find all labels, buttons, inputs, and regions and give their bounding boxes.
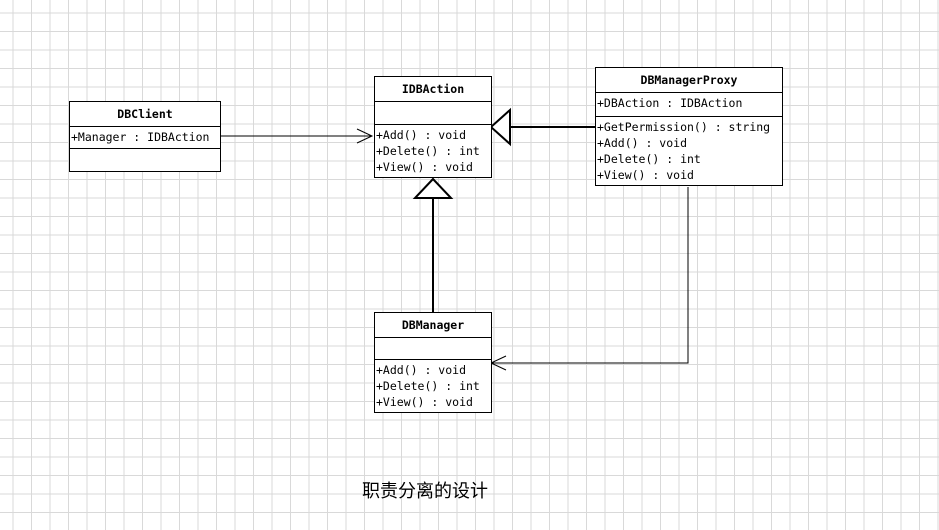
- attributes-section: [375, 338, 491, 360]
- operations-section: +Add() : void +Delete() : int +View() : …: [375, 125, 491, 177]
- operation: +Delete() : int: [597, 152, 701, 166]
- operation: +View() : void: [376, 160, 473, 174]
- class-dbmanagerproxy[interactable]: DBManagerProxy +DBAction : IDBAction +Ge…: [595, 67, 783, 186]
- operation: +Add() : void: [376, 363, 467, 377]
- association-line-proxy-to-manager: [491, 187, 689, 364]
- open-arrowhead-client-to-idbaction: [356, 128, 374, 144]
- attributes-section: +Manager : IDBAction: [70, 127, 220, 149]
- operation: +Add() : void: [597, 136, 688, 150]
- operation: +View() : void: [376, 395, 473, 409]
- operation: +GetPermission() : string: [597, 120, 771, 134]
- attribute: +DBAction : IDBAction: [597, 96, 743, 110]
- class-name: DBManagerProxy: [596, 68, 782, 93]
- attributes-section: [375, 102, 491, 125]
- operation: +View() : void: [597, 168, 694, 182]
- class-name: DBManager: [375, 313, 491, 338]
- operation: +Delete() : int: [376, 379, 480, 393]
- class-dbmanager[interactable]: DBManager +Add() : void +Delete() : int …: [374, 312, 492, 413]
- diagram-caption: 职责分离的设计: [362, 481, 488, 502]
- attribute: +Manager : IDBAction: [71, 130, 210, 144]
- class-dbclient[interactable]: DBClient +Manager : IDBAction: [69, 101, 221, 172]
- hollow-triangle-proxy-to-idbaction: [489, 107, 511, 147]
- operation: +Add() : void: [376, 128, 467, 142]
- attributes-section: +DBAction : IDBAction: [596, 93, 782, 117]
- operations-section: [70, 149, 220, 171]
- hollow-triangle-manager-to-idbaction: [412, 177, 454, 199]
- class-idbaction[interactable]: IDBAction +Add() : void +Delete() : int …: [374, 76, 492, 178]
- class-name: DBClient: [70, 102, 220, 127]
- operation: +Delete() : int: [376, 144, 480, 158]
- operations-section: +GetPermission() : string +Add() : void …: [596, 117, 782, 185]
- operations-section: +Add() : void +Delete() : int +View() : …: [375, 360, 491, 412]
- class-name: IDBAction: [375, 77, 491, 102]
